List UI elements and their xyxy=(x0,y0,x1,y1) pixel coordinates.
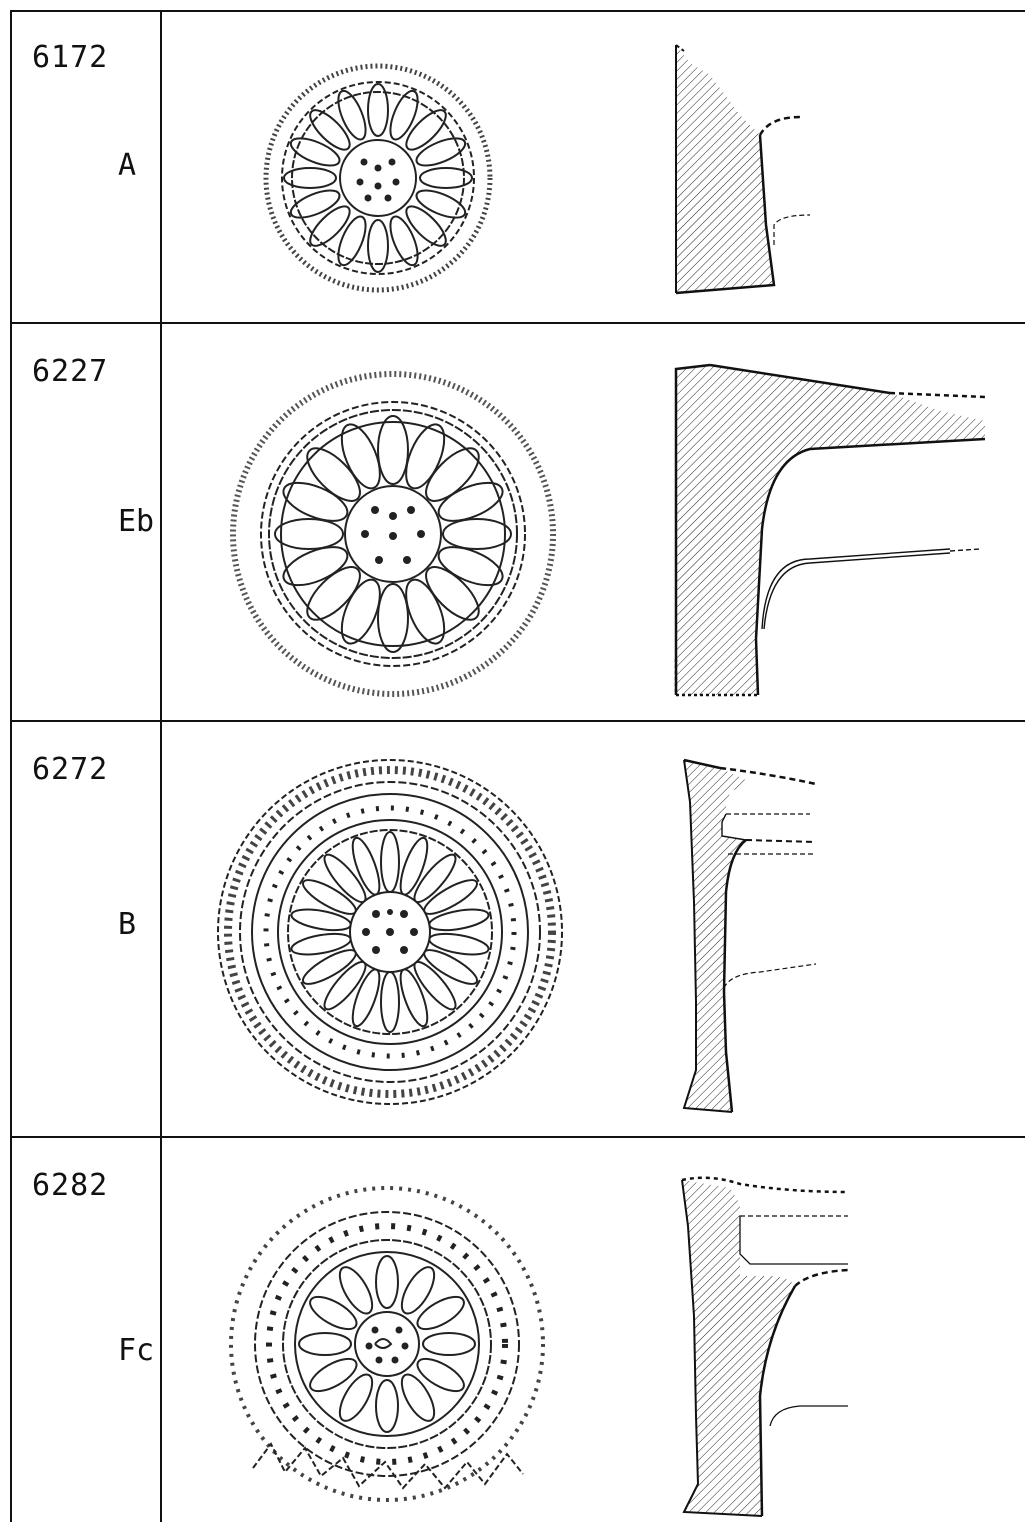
catalog-sheet: 6172 A xyxy=(10,10,1025,1522)
roof-tile-rubbing xyxy=(229,1186,545,1502)
specimen-code: 6172 xyxy=(32,40,109,75)
specimen-code: 6227 xyxy=(32,354,109,389)
row-divider xyxy=(10,720,1025,722)
specimen-type: Eb xyxy=(118,504,155,539)
section-profile xyxy=(681,1176,849,1517)
table-row: 6272 B xyxy=(10,722,1025,1136)
row-divider xyxy=(10,322,1025,324)
table-row: 6282 Fc xyxy=(10,1138,1025,1522)
roof-tile-rubbing xyxy=(263,63,493,293)
table-frame xyxy=(10,10,1025,1522)
specimen-type: B xyxy=(118,907,137,942)
table-row: 6227 Eb xyxy=(10,324,1025,720)
column-divider xyxy=(160,10,162,1522)
specimen-code: 6272 xyxy=(32,752,109,787)
table-row: 6172 A xyxy=(10,10,1025,322)
specimen-type: A xyxy=(118,148,137,183)
specimen-code: 6282 xyxy=(32,1168,109,1203)
specimen-type: Fc xyxy=(118,1333,155,1368)
section-profile xyxy=(674,363,986,697)
roof-tile-rubbing xyxy=(230,371,556,697)
section-profile xyxy=(682,758,817,1113)
roof-tile-rubbing xyxy=(217,759,563,1105)
section-profile xyxy=(675,44,811,295)
row-divider xyxy=(10,1136,1025,1138)
